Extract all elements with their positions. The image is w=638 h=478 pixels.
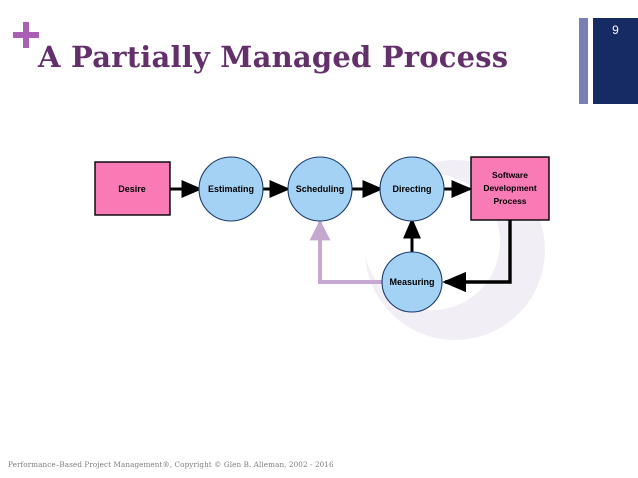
node-desire-label: Desire	[118, 184, 146, 194]
node-measuring-shape[interactable]	[381, 251, 443, 313]
node-desire[interactable]: Desire	[94, 161, 171, 216]
node-scheduling-shape[interactable]	[287, 156, 353, 222]
node-sdp-label-line2: Development	[483, 183, 537, 193]
diagram-svg: Desire Estimating Scheduling Directing S…	[94, 156, 550, 340]
page-badge-accent-bar	[579, 18, 588, 104]
process-flow-diagram: Desire Estimating Scheduling Directing S…	[0, 120, 638, 350]
footer-copyright: Performance–Based Project Management®, C…	[8, 460, 334, 469]
node-measuring-label: Measuring	[389, 277, 434, 287]
node-directing[interactable]: Directing	[379, 156, 445, 222]
node-estimating[interactable]: Estimating	[198, 156, 264, 222]
node-scheduling-label: Scheduling	[296, 184, 345, 194]
page-badge: 9	[579, 18, 638, 104]
node-sdp-label-line3: Process	[493, 196, 526, 206]
edge-sdp-to-measuring	[442, 220, 512, 293]
edge-measuring-to-scheduling-feedback	[309, 219, 383, 284]
page-number: 9	[612, 23, 619, 37]
node-scheduling[interactable]: Scheduling	[287, 156, 353, 222]
node-measuring[interactable]: Measuring	[381, 251, 443, 313]
node-directing-label: Directing	[392, 184, 431, 194]
node-sdp-label-line1: Software	[492, 170, 528, 180]
plus-icon	[13, 22, 39, 48]
node-desire-shape[interactable]	[94, 161, 171, 216]
page-badge-box: 9	[593, 18, 638, 104]
edge-group	[170, 180, 512, 293]
node-estimating-label: Estimating	[208, 184, 254, 194]
plus-icon-vertical-bar	[23, 22, 29, 48]
node-estimating-shape[interactable]	[198, 156, 264, 222]
node-software-development-process[interactable]: Software Development Process	[470, 156, 550, 221]
node-sdp-shape[interactable]	[470, 156, 550, 221]
node-directing-shape[interactable]	[379, 156, 445, 222]
page-title: A Partially Managed Process	[38, 40, 509, 74]
